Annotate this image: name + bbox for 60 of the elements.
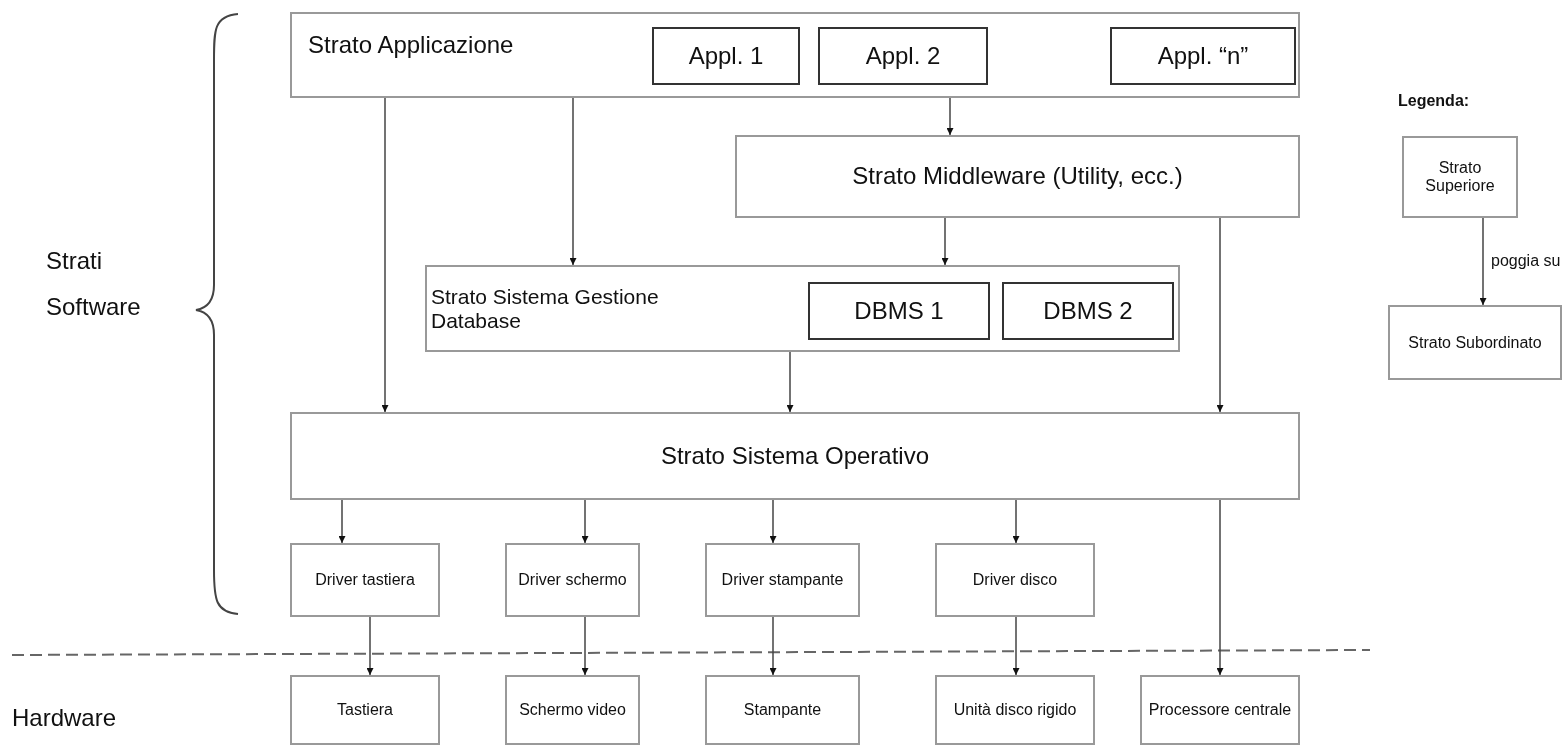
arrow [1012, 616, 1020, 676]
layer-box [935, 543, 1095, 617]
layer-label: Strato Applicazione [308, 32, 514, 59]
group-label: Strati Software [46, 246, 142, 322]
arrow [946, 97, 954, 136]
arrow [581, 616, 589, 676]
layer-label: Tastiera [337, 701, 393, 719]
arrow [1012, 499, 1020, 544]
layer-box [1402, 136, 1518, 218]
group-label: Hardware [12, 704, 117, 732]
layer-label: Schermo video [519, 701, 626, 719]
layer-box [1388, 305, 1562, 380]
legend-heading: Legenda: [1398, 92, 1470, 110]
layer-box [290, 12, 1300, 98]
layer-box [290, 412, 1300, 500]
layer-label: Driver schermo [518, 571, 627, 589]
arrow [569, 97, 577, 266]
layer-label: Driver stampante [721, 571, 844, 589]
layer-label: Unità disco rigido [953, 701, 1077, 719]
layer-label: Strato Sistema Operativo [660, 442, 930, 470]
arrow [1479, 217, 1487, 306]
layer-box [505, 543, 640, 617]
layer-box [1002, 282, 1174, 340]
layer-label: Driver disco [972, 571, 1058, 589]
layer-label: Driver tastiera [315, 571, 415, 589]
layer-label: Strato Middleware (Utility, ecc.) [852, 163, 1183, 190]
layer-label: Strato Subordinato [1408, 333, 1542, 352]
layer-box [505, 675, 640, 745]
layer-box [705, 675, 860, 745]
layer-box [808, 282, 990, 340]
layer-box [818, 27, 988, 85]
arrow [1216, 217, 1224, 413]
arrow [769, 499, 777, 544]
layer-label: Stampante [743, 701, 822, 719]
layer-box [1140, 675, 1300, 745]
layer-box [705, 543, 860, 617]
arrow [786, 351, 794, 413]
layer-label: Appl. 1 [688, 42, 764, 70]
layer-label: Processore centrale [1148, 701, 1292, 719]
layer-box [935, 675, 1095, 745]
layer-label: DBMS 1 [854, 297, 944, 325]
layer-box [652, 27, 800, 85]
layer-label: Appl. 2 [865, 42, 941, 70]
arrow [581, 499, 589, 544]
layer-box [1110, 27, 1296, 85]
arrow [366, 616, 374, 676]
edge-label: poggia su [1489, 251, 1563, 270]
arrow [381, 97, 389, 413]
layer-box [425, 265, 1180, 352]
layer-label: DBMS 2 [1043, 297, 1133, 325]
layer-box [735, 135, 1300, 218]
arrow [1216, 499, 1224, 676]
arrow [769, 616, 777, 676]
layer-box [290, 543, 440, 617]
layer-box [290, 675, 440, 745]
arrow [941, 217, 949, 266]
layer-label: Appl. “n” [1157, 42, 1249, 70]
arrow [338, 499, 346, 544]
layer-label: Strato Sistema Gestione Database [431, 285, 660, 332]
layer-label: Strato Superiore [1424, 159, 1496, 195]
